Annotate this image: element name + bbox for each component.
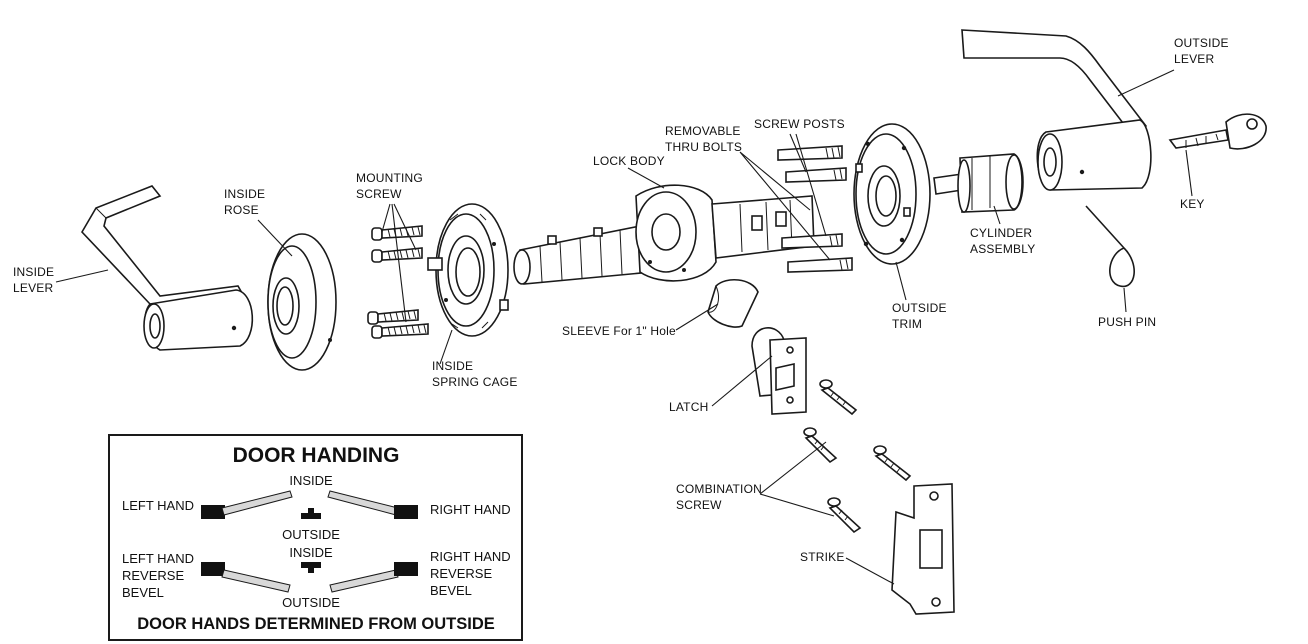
outside-mid-label: OUTSIDE	[282, 527, 340, 542]
left-hand-label: LEFT HAND	[122, 498, 194, 513]
label-outside-lever-2: LEVER	[1174, 52, 1214, 66]
left-reverse-door	[221, 569, 291, 593]
left-hand-reverse-bevel-label-3: BEVEL	[122, 585, 164, 600]
sleeve-part	[707, 279, 759, 328]
part-labels: INSIDE LEVER INSIDE ROSE MOUNTING SCREW …	[13, 36, 1229, 564]
inside-mid-label: INSIDE	[289, 545, 333, 560]
label-combination-screw-2: SCREW	[676, 498, 722, 512]
right-hand-frame	[394, 505, 418, 519]
inside-spring-cage-part	[427, 203, 509, 337]
label-combination-screw-1: COMBINATION	[676, 482, 762, 496]
inside-top-label: INSIDE	[289, 473, 333, 488]
label-screw-posts: SCREW POSTS	[754, 117, 845, 131]
door-handing-box: DOOR HANDING INSIDE LEFT HAND RIGHT HAND…	[108, 434, 523, 641]
key-part	[1168, 113, 1267, 150]
left-hand-door	[221, 490, 293, 516]
label-inside-lever-2: LEVER	[13, 281, 53, 295]
label-inside-spring-cage-1: INSIDE	[432, 359, 473, 373]
label-strike: STRIKE	[800, 550, 845, 564]
label-key: KEY	[1180, 197, 1205, 211]
inside-lever-part	[81, 185, 254, 351]
label-lock-body: LOCK BODY	[593, 154, 665, 168]
latch-part	[751, 327, 807, 415]
combination-screws-part	[803, 379, 912, 534]
label-push-pin: PUSH PIN	[1098, 315, 1156, 329]
label-mounting-screw-1: MOUNTING	[356, 171, 423, 185]
left-hand-reverse-bevel-label-2: REVERSE	[122, 568, 184, 583]
right-reverse-frame	[394, 562, 418, 576]
label-inside-rose-2: ROSE	[224, 203, 259, 217]
label-outside-lever-1: OUTSIDE	[1174, 36, 1229, 50]
label-sleeve: SLEEVE For 1" Hole	[562, 324, 676, 338]
mounting-screws-part	[367, 225, 429, 339]
left-hand-frame	[201, 505, 225, 519]
left-reverse-frame	[201, 562, 225, 576]
door-handing-title: DOOR HANDING	[233, 444, 400, 467]
lock-body-part	[513, 184, 815, 285]
center-wall-bottom-base	[301, 562, 321, 568]
label-mounting-screw-2: SCREW	[356, 187, 402, 201]
outside-trim-part	[853, 123, 931, 265]
label-inside-spring-cage-2: SPRING CAGE	[432, 375, 518, 389]
right-hand-reverse-bevel-label-3: BEVEL	[430, 583, 472, 598]
label-inside-rose-1: INSIDE	[224, 187, 265, 201]
label-outside-trim-2: TRIM	[892, 317, 922, 331]
right-hand-reverse-bevel-label-1: RIGHT HAND	[430, 549, 511, 564]
label-latch: LATCH	[669, 400, 708, 414]
leader-lines	[55, 69, 1193, 585]
outside-lever-part	[961, 29, 1152, 191]
center-wall-top-base	[301, 513, 321, 519]
outside-bottom-label: OUTSIDE	[282, 595, 340, 610]
center-wall-bottom	[308, 567, 314, 573]
center-wall-top	[308, 508, 314, 514]
label-cylinder-assembly-1: CYLINDER	[970, 226, 1032, 240]
right-hand-label: RIGHT HAND	[430, 502, 511, 517]
strike-part	[891, 483, 955, 615]
screw-posts-part	[777, 145, 853, 273]
label-inside-lever-1: INSIDE	[13, 265, 54, 279]
cylinder-assembly-part	[933, 153, 1024, 213]
left-hand-reverse-bevel-label-1: LEFT HAND	[122, 551, 194, 566]
door-handing-footer: DOOR HANDS DETERMINED FROM OUTSIDE	[137, 615, 495, 633]
label-outside-trim-1: OUTSIDE	[892, 301, 947, 315]
label-removable-thru-bolts-2: THRU BOLTS	[665, 140, 742, 154]
label-removable-thru-bolts-1: REMOVABLE	[665, 124, 741, 138]
right-hand-reverse-bevel-label-2: REVERSE	[430, 566, 492, 581]
label-cylinder-assembly-2: ASSEMBLY	[970, 242, 1035, 256]
inside-rose-part	[267, 233, 337, 371]
push-pin-part	[1085, 205, 1135, 288]
